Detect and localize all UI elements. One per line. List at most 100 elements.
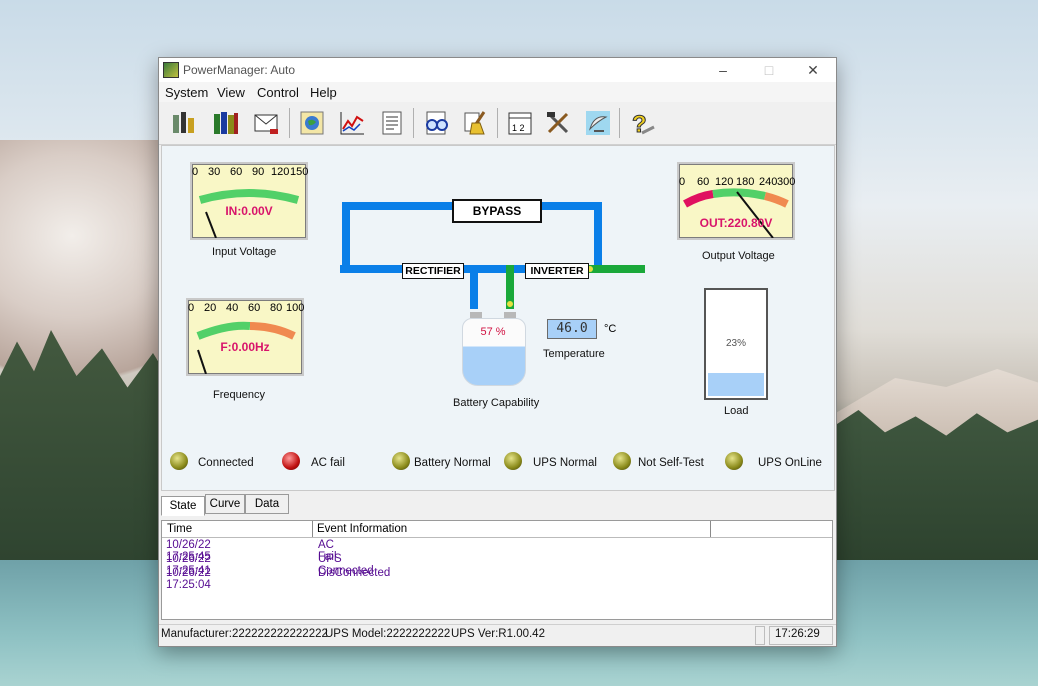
column-header-time[interactable]: Time (162, 521, 313, 537)
state-panel: 0 30 60 90 120 150 IN:0.00V Input Voltag… (161, 145, 835, 491)
gauge-tick: 240 (759, 176, 778, 188)
temperature-display: 46.0 (547, 319, 597, 339)
status-led (613, 452, 631, 470)
battery-percent: 57 % (480, 326, 506, 338)
settings-tools-icon[interactable] (169, 108, 199, 138)
envelope-icon[interactable] (251, 108, 281, 138)
gauge-tick: 0 (188, 302, 195, 314)
gauge-tick: 60 (230, 166, 243, 178)
input-voltage-gauge: 0 30 60 90 120 150 IN:0.00V (190, 162, 308, 240)
clock-text: 17:26:29 (775, 628, 820, 640)
gauge-tick: 90 (252, 166, 265, 178)
load-caption: Load (724, 405, 749, 417)
status-led (170, 452, 188, 470)
gauge-caption: Output Voltage (702, 250, 775, 262)
gauge-tick: 60 (697, 176, 710, 188)
gauge-reading: OUT:220.80V (699, 216, 773, 230)
event-info: AC Fail (318, 539, 337, 563)
gauge-tick: 0 (192, 166, 199, 178)
ups-model-text: UPS Model:2222222222 (325, 628, 451, 640)
tools-icon[interactable] (543, 108, 573, 138)
rectifier-box: RECTIFIER (402, 263, 464, 279)
title-bar: PowerManager: Auto – □ ✕ (159, 58, 836, 82)
gauge-tick: 40 (226, 302, 239, 314)
glasses-icon[interactable] (421, 108, 451, 138)
minimize-button[interactable]: – (719, 62, 727, 78)
event-list[interactable]: Time Event Information 10/26/22 17:25:45… (161, 520, 833, 620)
manufacturer-text: Manufacturer:222222222222222 (161, 628, 328, 640)
maximize-button[interactable]: □ (764, 62, 774, 78)
document-list-icon[interactable] (377, 108, 407, 138)
calendar-icon[interactable]: 1 2 (505, 108, 535, 138)
help-icon[interactable]: ? (627, 108, 657, 138)
gauge-tick: 150 (290, 166, 309, 178)
event-list-header: Time Event Information (162, 521, 832, 538)
load-meter: 23% (704, 288, 768, 400)
tab-state[interactable]: State (161, 496, 205, 516)
status-bar: Manufacturer:222222222222222 UPS Model:2… (159, 624, 836, 645)
status-label: UPS Normal (533, 457, 597, 469)
menu-bar: System View Control Help (159, 82, 836, 102)
output-voltage-gauge: 0 60 120 180 240 300 OUT:220.80V (677, 162, 795, 240)
event-time: 10/26/22 17:25:04 (166, 567, 211, 591)
event-info: DisConnected (318, 567, 391, 579)
broom-icon[interactable] (461, 108, 491, 138)
status-label: Connected (198, 457, 254, 469)
menu-view[interactable]: View (217, 85, 245, 100)
gauge-tick: 60 (248, 302, 261, 314)
status-label: Not Self-Test (638, 457, 704, 469)
app-window: PowerManager: Auto – □ ✕ System View Con… (158, 57, 837, 647)
gauge-tick: 120 (271, 166, 290, 178)
globe-icon[interactable] (297, 108, 327, 138)
inverter-box: INVERTER (525, 263, 589, 279)
status-led (282, 452, 300, 470)
desktop-trees (834, 410, 1038, 570)
gauge-tick: 100 (286, 302, 305, 314)
status-label: AC fail (311, 457, 345, 469)
app-icon (163, 62, 179, 78)
status-led (725, 452, 743, 470)
satellite-dish-icon[interactable] (583, 108, 613, 138)
gauge-tick: 120 (715, 176, 734, 188)
tab-strip: State Curve Data (161, 494, 833, 516)
books-icon[interactable] (211, 108, 241, 138)
gauge-reading: IN:0.00V (225, 204, 273, 218)
load-percent: 23% (725, 338, 746, 349)
status-led (504, 452, 522, 470)
gauge-tick: 20 (204, 302, 217, 314)
window-title: PowerManager: Auto (183, 63, 296, 77)
status-led (392, 452, 410, 470)
battery-icon (462, 312, 526, 386)
toolbar: 1 2 ? (159, 102, 836, 145)
temperature-caption: Temperature (543, 348, 605, 360)
gauge-tick: 30 (208, 166, 221, 178)
menu-control[interactable]: Control (257, 85, 299, 100)
svg-text:1 2: 1 2 (512, 123, 525, 133)
tab-data[interactable]: Data (245, 494, 289, 514)
close-button[interactable]: ✕ (807, 62, 819, 78)
battery-caption: Battery Capability (453, 397, 540, 409)
svg-text:?: ? (632, 111, 647, 137)
gauge-caption: Frequency (213, 389, 265, 401)
gauge-tick: 180 (736, 176, 755, 188)
column-header-event[interactable]: Event Information (312, 521, 711, 537)
menu-system[interactable]: System (165, 85, 209, 100)
ups-version-text: UPS Ver:R1.00.42 (451, 628, 545, 640)
tab-curve[interactable]: Curve (205, 494, 245, 514)
menu-help[interactable]: Help (310, 85, 337, 100)
gauge-tick: 300 (777, 176, 796, 188)
desktop-trees (0, 330, 170, 560)
event-info: UPS Connected (318, 553, 374, 577)
gauge-caption: Input Voltage (212, 246, 277, 258)
load-fill (708, 373, 764, 396)
event-time: 10/26/22 17:25:41 (166, 553, 211, 577)
chart-line-icon[interactable] (337, 108, 367, 138)
status-label: UPS OnLine (758, 457, 822, 469)
frequency-gauge: 0 20 40 60 80 100 F:0.00Hz (186, 298, 304, 376)
event-time: 10/26/22 17:25:45 (166, 539, 211, 563)
gauge-reading: F:0.00Hz (220, 340, 270, 354)
bypass-box: BYPASS (452, 199, 542, 223)
temperature-unit: °C (604, 323, 617, 335)
status-label: Battery Normal (414, 457, 491, 469)
gauge-tick: 80 (270, 302, 283, 314)
